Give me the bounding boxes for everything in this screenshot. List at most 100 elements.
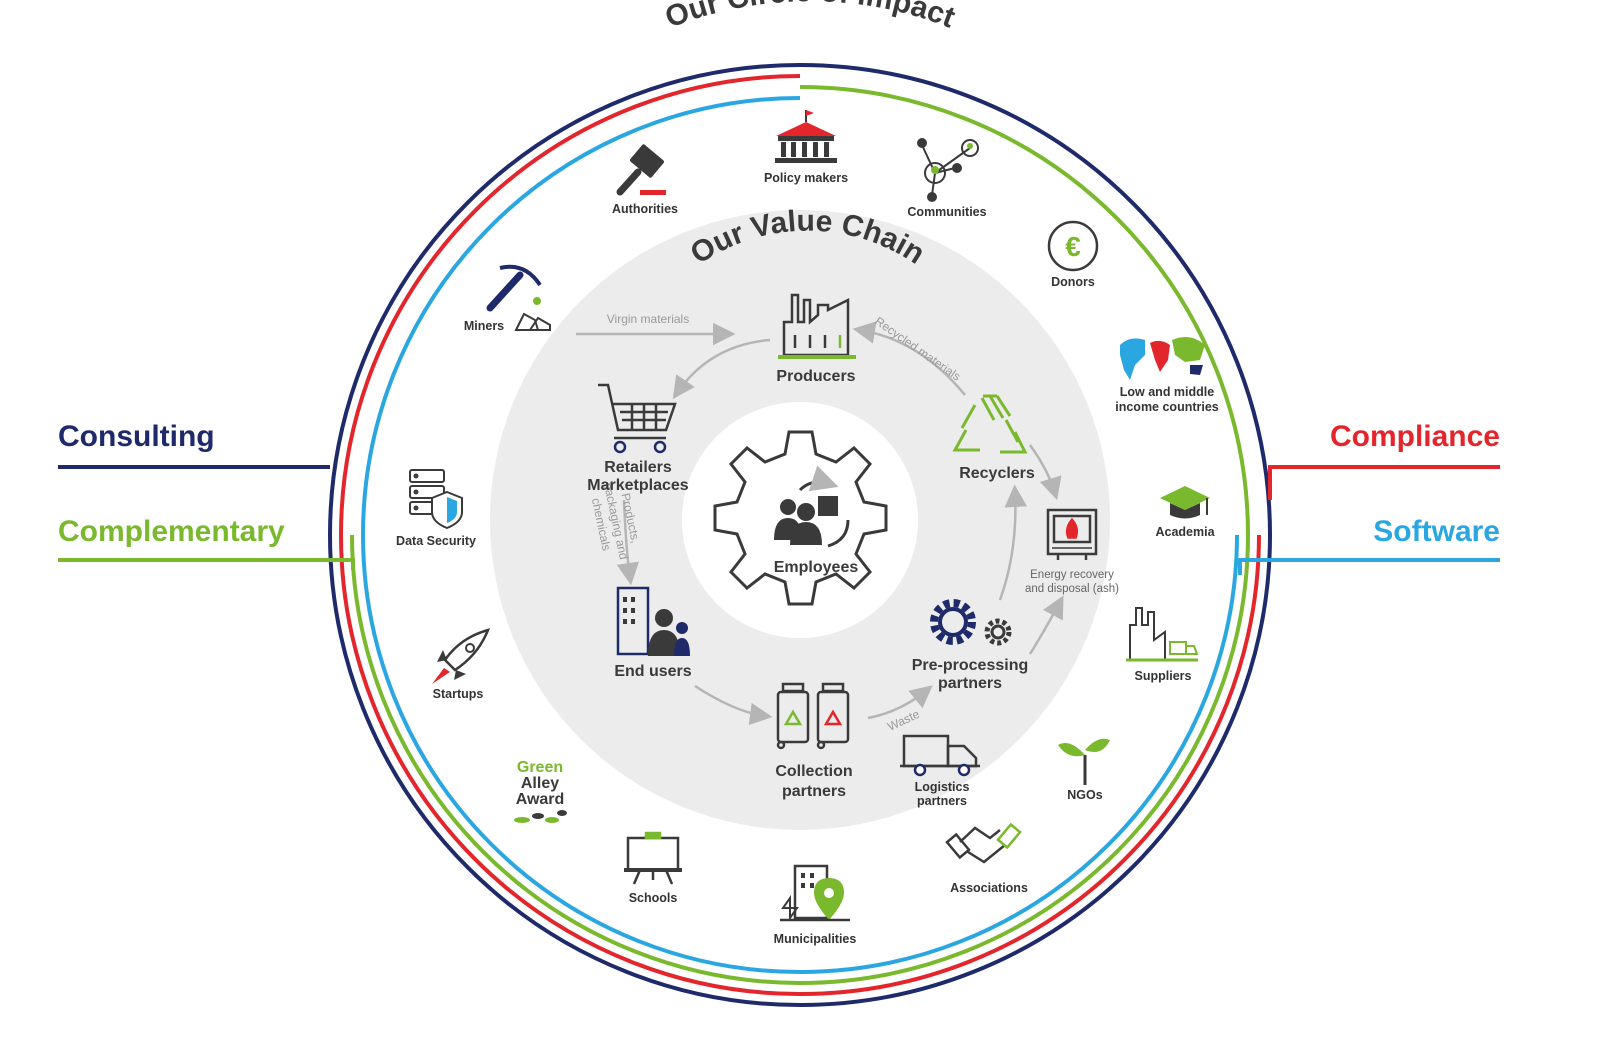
sprout-icon bbox=[1058, 738, 1110, 785]
server-shield-icon bbox=[409, 469, 463, 530]
data-security-label: Data Security bbox=[396, 534, 476, 548]
network-people-icon bbox=[917, 138, 979, 202]
arrow-endusers-collection bbox=[694, 684, 773, 726]
euro-coin-icon: € bbox=[1047, 220, 1099, 272]
preprocessing-label-2: partners bbox=[938, 675, 1002, 692]
collection-label-1: Collection bbox=[775, 763, 852, 780]
collection-label-2: partners bbox=[782, 783, 846, 800]
stakeholder-donors: € Donors bbox=[1047, 220, 1099, 289]
node-retailers: Retailers Marketplaces bbox=[587, 383, 689, 494]
footprints-icon bbox=[514, 810, 567, 823]
startups-label: Startups bbox=[433, 687, 484, 701]
stakeholder-startups: Startups bbox=[432, 628, 491, 701]
miners-label: Miners bbox=[464, 319, 504, 333]
ngos-label: NGOs bbox=[1067, 788, 1102, 802]
stakeholder-authorities: Authorities bbox=[612, 144, 678, 216]
side-lines bbox=[58, 465, 1500, 575]
arrow-retailers-endusers bbox=[616, 499, 640, 586]
energy-label-1: Energy recovery bbox=[1030, 569, 1114, 581]
government-building-icon bbox=[775, 110, 837, 163]
gears-icon bbox=[930, 599, 1012, 646]
gavel-icon bbox=[616, 144, 666, 196]
world-map-icon bbox=[1120, 336, 1205, 380]
municipalities-label: Municipalities bbox=[774, 932, 857, 946]
stakeholder-schools: Schools bbox=[624, 831, 682, 905]
arrow-recyclers-energy bbox=[1028, 444, 1062, 501]
flow-arrows bbox=[576, 321, 1064, 726]
policy-makers-label: Policy makers bbox=[764, 171, 848, 185]
low-middle-label-1: Low and middle bbox=[1120, 385, 1214, 399]
complementary-line bbox=[58, 558, 355, 570]
stakeholder-green-alley-award: Green Alley Award bbox=[514, 759, 567, 823]
suppliers-label: Suppliers bbox=[1135, 669, 1192, 683]
retailers-label-1: Retailers bbox=[604, 459, 672, 476]
producers-label: Producers bbox=[776, 368, 855, 385]
associations-label: Associations bbox=[950, 881, 1028, 895]
stakeholder-academia: Academia bbox=[1155, 486, 1216, 539]
recycle-icon bbox=[952, 394, 1028, 454]
arrow-preprocessing-energy bbox=[1028, 595, 1064, 655]
logistics-label-2: partners bbox=[917, 794, 967, 808]
truck-icon bbox=[900, 734, 980, 777]
stakeholder-data-security: Data Security bbox=[396, 469, 476, 548]
ring-compliance bbox=[339, 74, 1261, 996]
ring-complementary bbox=[350, 85, 1250, 985]
whiteboard-icon bbox=[624, 831, 682, 885]
academia-label: Academia bbox=[1155, 525, 1215, 539]
outer-rings bbox=[328, 63, 1272, 1007]
ring-consulting bbox=[328, 63, 1272, 1007]
stakeholder-municipalities: Municipalities bbox=[774, 864, 857, 946]
communities-label: Communities bbox=[907, 205, 986, 219]
shopping-cart-icon bbox=[598, 383, 677, 454]
pickaxe-icon bbox=[486, 264, 551, 331]
node-energy-recovery: Energy recovery and disposal (ash) bbox=[1025, 508, 1119, 595]
end-users-label: End users bbox=[614, 663, 691, 680]
graduation-cap-icon bbox=[1160, 486, 1210, 519]
consulting-label: Consulting bbox=[58, 420, 215, 453]
rocket-icon bbox=[432, 628, 491, 684]
ring-software bbox=[361, 96, 1239, 974]
stakeholder-suppliers: Suppliers bbox=[1126, 607, 1199, 683]
node-producers: Producers bbox=[776, 293, 856, 385]
complementary-label: Complementary bbox=[58, 515, 285, 548]
employees-label: Employees bbox=[774, 559, 859, 576]
factory-icon bbox=[778, 293, 856, 359]
node-preprocessing: Pre-processing partners bbox=[912, 599, 1028, 692]
compliance-label: Compliance bbox=[1330, 420, 1500, 453]
software-line bbox=[1238, 558, 1500, 575]
authorities-label: Authorities bbox=[612, 202, 678, 216]
award-line-2: Alley bbox=[521, 775, 559, 792]
compliance-line bbox=[1268, 465, 1500, 500]
stakeholder-miners: Miners bbox=[464, 264, 551, 333]
node-recyclers: Recyclers bbox=[952, 394, 1035, 482]
stakeholder-associations: Associations bbox=[945, 822, 1028, 895]
stakeholder-policy-makers: Policy makers bbox=[764, 110, 848, 185]
node-logistics: Logistics partners bbox=[900, 734, 980, 808]
virgin-materials-label: Virgin materials bbox=[607, 312, 689, 326]
stakeholder-ngos: NGOs bbox=[1058, 738, 1110, 802]
donors-label: Donors bbox=[1051, 275, 1095, 289]
node-collection: Collection partners bbox=[775, 682, 853, 800]
award-line-1: Green bbox=[517, 759, 563, 776]
schools-label: Schools bbox=[629, 891, 678, 905]
award-line-3: Award bbox=[516, 791, 565, 808]
factory-truck-icon bbox=[1126, 607, 1199, 662]
city-pin-icon bbox=[780, 864, 850, 922]
energy-label-2: and disposal (ash) bbox=[1025, 583, 1119, 595]
arrow-producers-retailers bbox=[672, 338, 771, 400]
stakeholder-low-middle-income: Low and middle income countries bbox=[1115, 336, 1219, 414]
office-people-icon bbox=[616, 586, 690, 656]
preprocessing-label-1: Pre-processing bbox=[912, 657, 1028, 674]
node-end-users: End users bbox=[614, 586, 692, 680]
recycling-bins-icon bbox=[776, 682, 850, 750]
software-label: Software bbox=[1373, 515, 1500, 548]
outer-title: Our Circle of Impact bbox=[661, 0, 959, 34]
low-middle-label-2: income countries bbox=[1115, 400, 1219, 414]
arrow-recycled bbox=[852, 321, 966, 396]
logistics-label-1: Logistics bbox=[915, 780, 970, 794]
svg-text:€: € bbox=[1065, 231, 1081, 262]
stakeholder-communities: Communities bbox=[907, 138, 987, 219]
arrow-preprocessing-recyclers bbox=[998, 484, 1028, 601]
gear-people-icon bbox=[713, 430, 888, 606]
